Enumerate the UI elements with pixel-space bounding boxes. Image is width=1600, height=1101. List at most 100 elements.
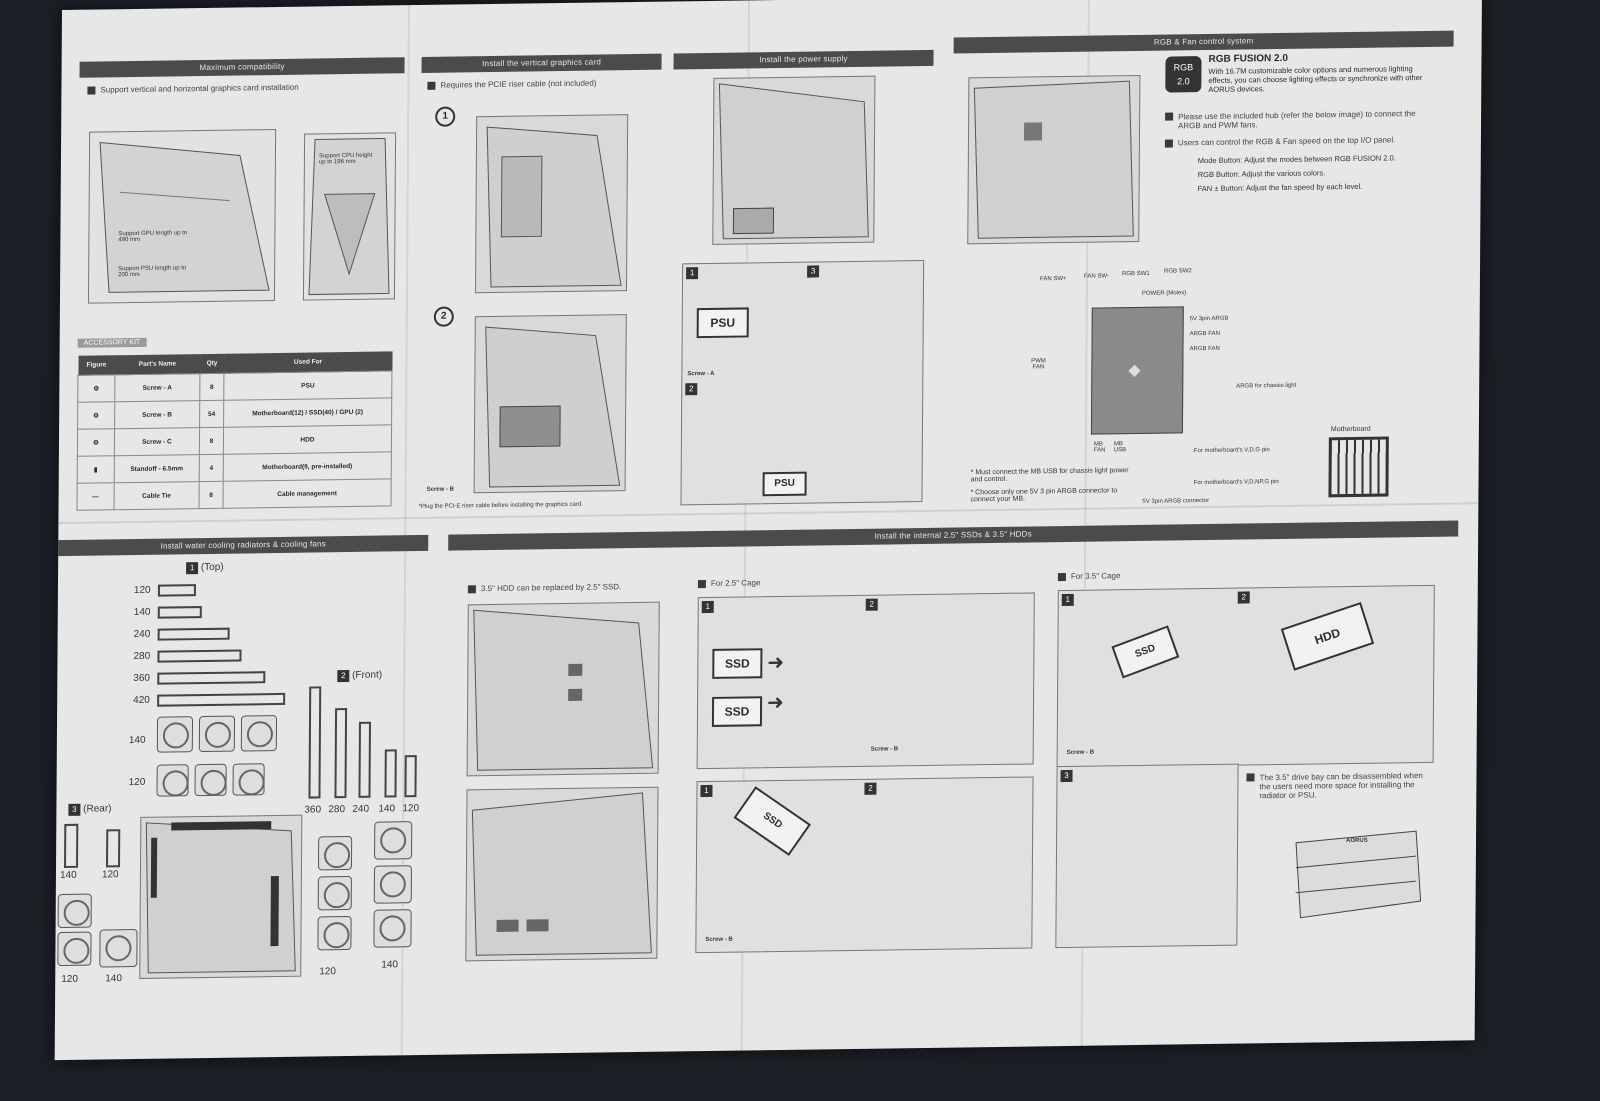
psu-step-2: 2 [685,383,698,396]
hdd-screw-label: Screw - B [1066,749,1095,756]
top-size-240: 240 [133,628,151,641]
col-figure: Figure [77,355,115,376]
ssd-label-b: SSD [711,696,763,727]
col-qty: Qty [199,353,225,374]
rear-size-140: 140 [59,869,77,882]
radiator-360 [157,671,266,685]
label-argb5v: 5V 3pin ARGB [1189,315,1229,323]
front-num: 2 [337,670,350,683]
ssd-step-1: 1 [701,600,714,614]
rgb-bullet-1: Please use the included hub (refer the b… [1178,109,1416,131]
label-argb-connector: 5V 3pin ARGB connector [1142,497,1210,505]
label-mb-fan: MB FAN [1093,441,1106,454]
gpu-length-label: Support GPU length up to 490 mm [118,230,188,244]
front-size-140: 140 [378,803,396,815]
label-argb-fan-1: ARGB FAN [1189,330,1220,338]
front-fan-140: 140 [381,959,399,971]
top-num: 1 [186,562,199,575]
top-size-360: 360 [133,672,151,685]
rgb-case-sketch [967,74,1141,245]
aorus-logo-icon: ◆ [1128,361,1141,380]
bullet-icon [1164,138,1173,148]
drives-note-3: For 3.5" Cage [1070,571,1121,581]
label-argb-chassis: ARGB for chassis light [1236,382,1297,390]
ssd-step-1b: 1 [700,784,713,798]
rear-label: (Rear) [83,803,112,815]
label-vdnpg: For motherboard's V,D,NP,G pin [1193,479,1279,487]
top-size-140: 140 [133,606,151,619]
psu-title: Install the power supply [673,49,934,70]
radiator-120 [157,584,196,597]
front-size-240: 240 [352,803,370,815]
compat-title: Maximum compatibility [79,57,405,78]
drives-note-1: 3.5" HDD can be replaced by 2.5" SSD. [480,582,622,594]
front-size-120: 120 [402,803,420,815]
fan-icon [156,764,189,797]
fan-icon [232,763,265,796]
gpu-step2-sketch [473,314,627,494]
screw-icon: ⚙ [77,374,115,403]
gpu-step1-sketch [474,114,629,294]
psu-panel: Install the power supply 1 3 2 PSU Screw… [670,49,934,514]
fan-icon [317,915,352,951]
arrow-right-icon: ➜ [767,651,785,675]
top-size-280: 280 [133,650,151,663]
radiator-420 [157,692,286,707]
bullet-icon [1057,572,1066,581]
label-power: POWER (Molex) [1141,290,1187,297]
fan-icon [240,715,278,752]
label-vdg: For motherboard's V,D,G pin [1193,447,1270,455]
col-part: Part's Name [114,354,201,375]
rgb-title: RGB & Fan control system [953,30,1454,54]
ssd-screw-label-a: Screw - B [870,746,899,753]
case-front-sketch [302,132,397,301]
vgc-footnote: *Plug the PCI-E riser cable before insta… [418,501,583,511]
accessory-table: Figure Part's Name Qty Used For ⚙Screw -… [77,351,393,511]
hdd-step-3: 3 [1060,769,1073,783]
cpu-height-label: Support CPU height up to 196 mm [318,152,373,166]
psu-case-sketch [712,75,876,245]
psu-screw-label: Screw - A [687,370,715,378]
psu-step-3: 3 [807,265,820,278]
bullet-icon [1246,773,1255,782]
bullet-icon [427,81,436,90]
rear-fan-120: 120 [61,973,78,986]
hdd-step-1: 1 [1061,593,1074,607]
rgb-panel: RGB & Fan control system RGB 2.0 RGB FUS… [950,30,1454,510]
rear-fan-140: 140 [105,973,122,985]
top-size-120: 120 [133,584,151,597]
drives-note-2: For 2.5" Cage [710,578,761,588]
rgb-bullet-2: Users can control the RGB & Fan speed on… [1177,135,1396,148]
front-size-280: 280 [328,804,346,816]
fan-icon [317,835,353,871]
fan-icon [373,909,412,948]
label-mb-usb: MB USB [1113,441,1127,454]
accessory-tag: ACCESSORY KIT [77,337,147,348]
rear-radiator-140 [64,823,79,868]
ssd-step-2b: 2 [864,782,877,795]
step-1-circle: 1 [435,106,456,127]
top-label: (Top) [200,561,224,574]
fan-icon [373,865,412,904]
rear-radiator-120 [106,829,121,868]
radiator-140 [157,606,202,619]
label-rgb-sw1: RGB SW1 [1122,270,1150,278]
motherboard-icon [1328,436,1389,498]
standoff-icon: ▮ [77,455,115,484]
bullet-icon [467,584,476,593]
hdd-case-sketch-1 [466,601,660,777]
water-title: Install water cooling radiators & coolin… [58,534,429,557]
front-label: (Front) [352,669,383,681]
drive-bay-sketch [1275,820,1427,924]
front-radiator-140 [384,749,397,798]
water-case-sketch [139,814,303,979]
bay-brand: AORUS [1346,837,1368,845]
col-used: Used For [223,351,393,374]
screw-icon: ⚙ [77,428,115,457]
bullet-icon [87,86,96,95]
fan-icon [99,928,138,968]
psu-length-label: Support PSU length up to 200 mm [118,265,187,279]
rear-num: 3 [68,803,81,816]
compat-note: Support vertical and horizontal graphics… [100,82,299,95]
